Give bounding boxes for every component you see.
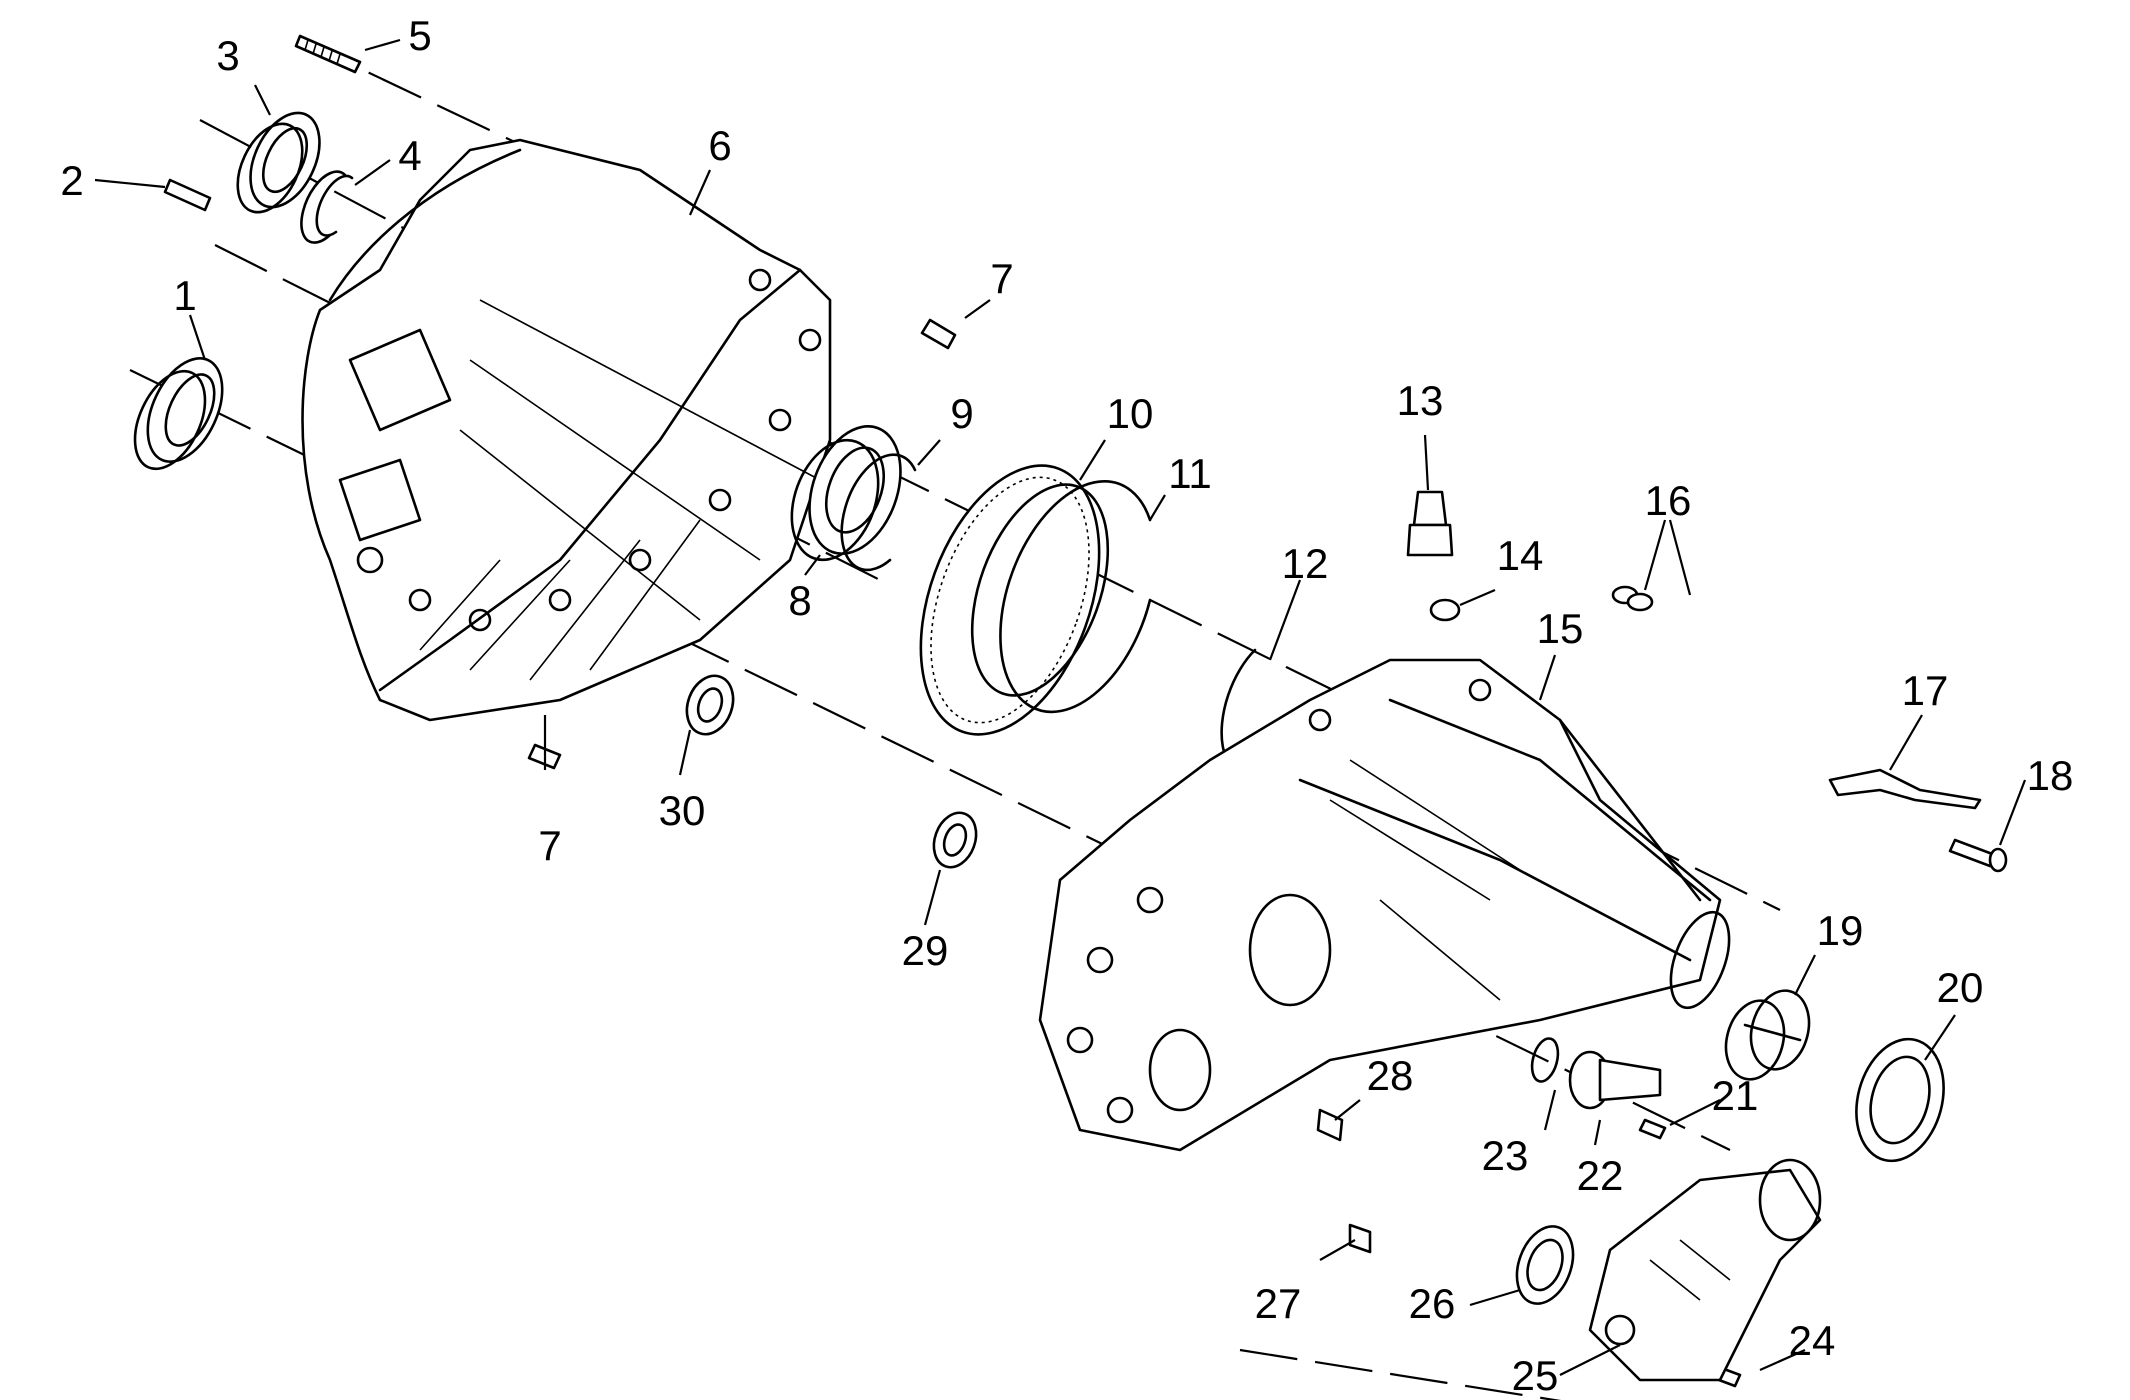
o-ring-part-23 bbox=[1530, 1037, 1560, 1083]
sleeve-part-19 bbox=[1724, 989, 1811, 1081]
seal-part-3 bbox=[236, 111, 321, 214]
dowel-pin-part-2 bbox=[163, 178, 212, 212]
callout-10: 10 bbox=[1107, 390, 1154, 437]
callout-25: 25 bbox=[1512, 1352, 1559, 1399]
stud-part-5 bbox=[294, 34, 362, 74]
motor-part-25 bbox=[1588, 1158, 1822, 1382]
callout-27: 27 bbox=[1255, 1280, 1302, 1327]
callout-17: 17 bbox=[1902, 667, 1949, 714]
callout-26: 26 bbox=[1409, 1280, 1456, 1327]
seal-part-26 bbox=[1515, 1225, 1575, 1305]
callout-7-lower: 7 bbox=[538, 822, 561, 869]
callout-21: 21 bbox=[1712, 1072, 1759, 1119]
callout-8: 8 bbox=[788, 577, 811, 624]
front-case-part-6 bbox=[301, 138, 832, 722]
callout-11: 11 bbox=[1168, 450, 1212, 497]
snap-ring-part-9 bbox=[840, 453, 917, 572]
switch-part-13 bbox=[1406, 490, 1454, 557]
callout-12: 12 bbox=[1282, 540, 1329, 587]
bracket-part-17 bbox=[1828, 768, 1982, 810]
callout-7-upper: 7 bbox=[990, 255, 1013, 302]
bolts-part-16 bbox=[1611, 585, 1654, 612]
callout-4: 4 bbox=[398, 132, 421, 179]
screw-part-21 bbox=[1638, 1118, 1667, 1140]
callout-22: 22 bbox=[1577, 1152, 1624, 1199]
callout-9: 9 bbox=[950, 390, 973, 437]
snap-ring-part-4 bbox=[300, 170, 354, 244]
callout-2: 2 bbox=[60, 157, 83, 204]
seal-part-1 bbox=[133, 357, 224, 471]
seal-part-20 bbox=[1855, 1037, 1945, 1163]
callout-15: 15 bbox=[1537, 605, 1584, 652]
callout-29: 29 bbox=[902, 927, 949, 974]
callout-14: 14 bbox=[1497, 532, 1544, 579]
callout-18: 18 bbox=[2027, 752, 2074, 799]
leader-lines bbox=[94, 38, 2027, 1376]
callout-20: 20 bbox=[1937, 964, 1984, 1011]
sensor-part-22 bbox=[1568, 1050, 1662, 1110]
callout-3: 3 bbox=[216, 32, 239, 79]
plug-part-28 bbox=[1316, 1108, 1344, 1142]
callout-30: 30 bbox=[659, 787, 706, 834]
callout-24: 24 bbox=[1789, 1317, 1836, 1364]
plug-part-27 bbox=[1348, 1223, 1372, 1254]
callout-28: 28 bbox=[1367, 1052, 1414, 1099]
o-ring-part-14 bbox=[1429, 598, 1461, 622]
callout-19: 19 bbox=[1817, 907, 1864, 954]
drive-chain-part-10 bbox=[919, 464, 1110, 736]
callout-labels: 1 2 3 4 5 6 7 7 8 9 10 11 12 13 14 15 16… bbox=[60, 12, 2073, 1399]
callout-6: 6 bbox=[708, 122, 731, 169]
callout-23: 23 bbox=[1482, 1132, 1529, 1179]
callout-16: 16 bbox=[1645, 477, 1692, 524]
callout-1: 1 bbox=[173, 272, 196, 319]
dowel-pin-part-7-upper bbox=[920, 318, 957, 350]
retaining-ring-part-11 bbox=[999, 480, 1152, 714]
rear-case-part-15 bbox=[1038, 658, 1731, 1152]
bolt-part-18 bbox=[1948, 838, 2008, 873]
callout-13: 13 bbox=[1397, 377, 1444, 424]
callout-5: 5 bbox=[408, 12, 431, 59]
bearing-part-30 bbox=[685, 674, 735, 736]
bearing-part-29 bbox=[932, 811, 978, 869]
